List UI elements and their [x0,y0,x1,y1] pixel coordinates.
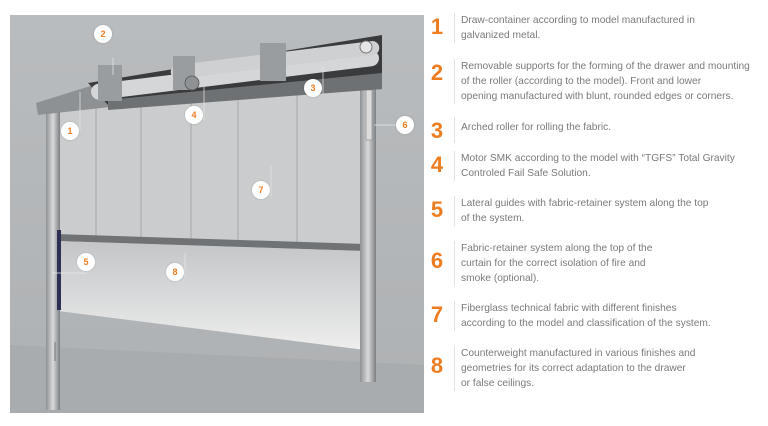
divider [454,117,455,143]
marker-7: 7 [252,181,270,199]
legend-text: Counterweight manufactured in various fi… [461,348,696,389]
legend-number: 5 [430,197,444,222]
marker-2: 2 [94,25,112,43]
legend-text: Fabric-retainer system along the top of … [461,243,653,284]
legend-item-3: 3 Arched roller for rolling the fabric. [424,117,611,143]
legend-text: Lateral guides with fabric-retainer syst… [461,198,709,224]
door-drawing [10,35,424,413]
divider [454,346,455,391]
marker-3: 3 [304,79,322,97]
component-legend: 1 Draw-container according to model manu… [424,0,768,426]
legend-text: Draw-container according to model manufa… [461,15,695,41]
legend-text: Fiberglass technical fabric with differe… [461,303,711,329]
legend-item-7: 7 Fiberglass technical fabric with diffe… [424,301,711,331]
legend-number: 4 [430,152,444,177]
legend-item-5: 5 Lateral guides with fabric-retainer sy… [424,196,708,226]
divider [454,59,455,104]
legend-item-6: 6 Fabric-retainer system along the top o… [424,241,652,286]
door-illustration: 1 2 3 4 5 6 7 8 [10,15,424,413]
divider [454,301,455,331]
legend-item-4: 4 Motor SMK according to the model with … [424,151,735,181]
legend-number: 8 [430,353,444,378]
marker-4: 4 [185,106,203,124]
legend-number: 3 [430,118,444,143]
legend-text: Motor SMK according to the model with “T… [461,153,735,179]
legend-item-1: 1 Draw-container according to model manu… [424,13,695,43]
legend-text: Arched roller for rolling the fabric. [461,122,612,133]
divider [454,241,455,286]
legend-number: 6 [430,248,444,273]
legend-text: Removable supports for the forming of th… [461,61,750,102]
legend-number: 7 [430,302,444,327]
divider [454,196,455,226]
marker-8: 8 [166,263,184,281]
marker-1: 1 [61,122,79,140]
divider [454,13,455,43]
legend-item-2: 2 Removable supports for the forming of … [424,59,750,104]
marker-6: 6 [396,116,414,134]
marker-5: 5 [77,253,95,271]
legend-item-8: 8 Counterweight manufactured in various … [424,346,695,391]
legend-number: 1 [430,14,444,39]
legend-number: 2 [430,60,444,85]
divider [454,151,455,181]
